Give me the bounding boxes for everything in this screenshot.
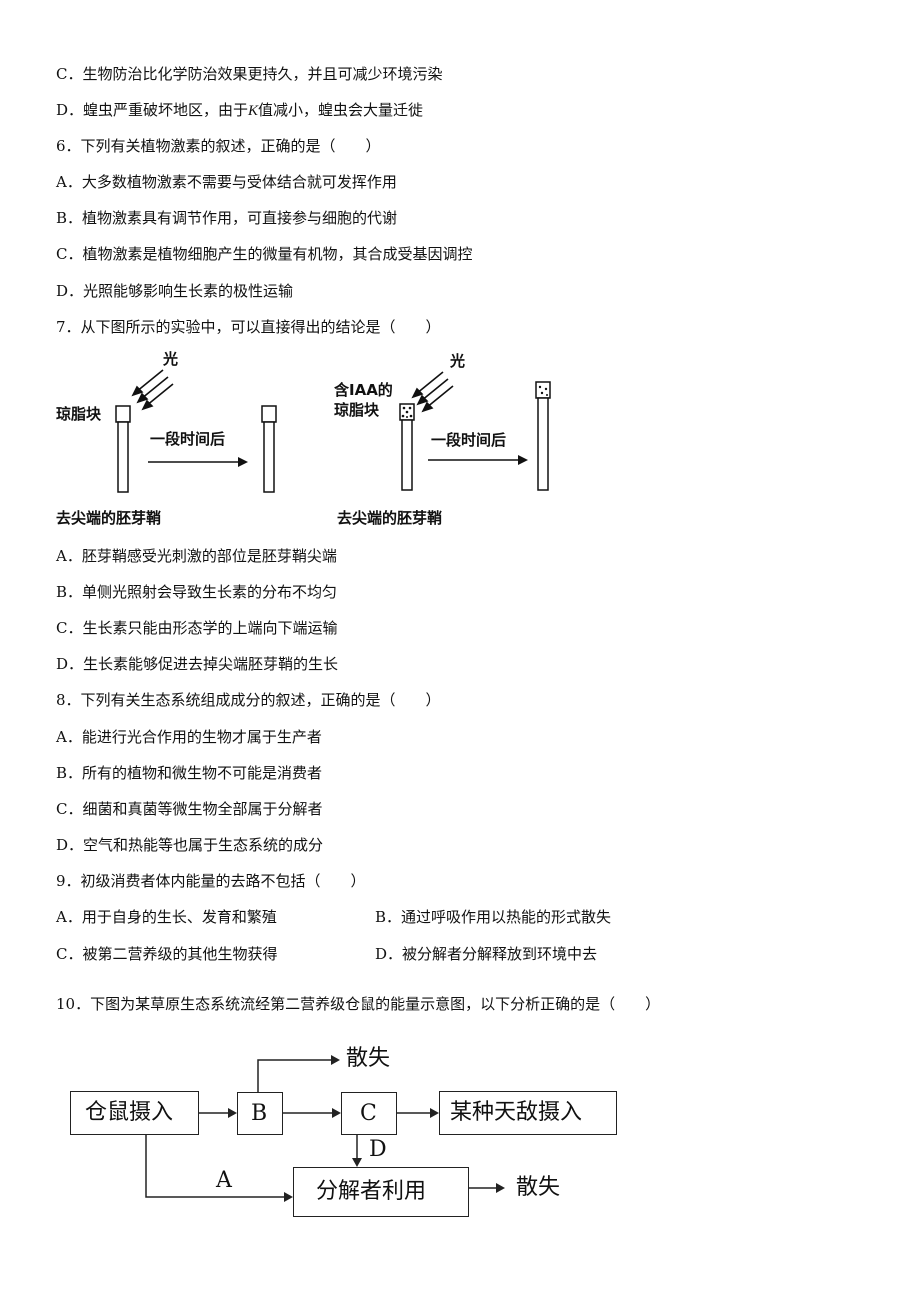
left-coleoptile-before <box>117 421 129 493</box>
light-label-right: 光 <box>450 352 466 370</box>
question-8: 8．下列有关生态系统组成成分的叙述，正确的是（ ） <box>56 691 441 709</box>
question-6: 6．下列有关植物激素的叙述，正确的是（ ） <box>56 137 381 155</box>
q8-option-c: C．细菌和真菌等微生物全部属于分解者 <box>56 800 323 818</box>
q8-option-d: D．空气和热能等也属于生态系统的成分 <box>56 836 324 854</box>
agar-block-label: 琼脂块 <box>56 405 102 423</box>
q9-option-c: C．被第二营养级的其他生物获得 <box>56 945 278 963</box>
q7-option-d: D．生长素能够促进去掉尖端胚芽鞘的生长 <box>56 655 339 673</box>
b-box: B <box>237 1092 283 1135</box>
decomposer-label: 分解者利用 <box>316 1179 427 1204</box>
loss-top-label: 散失 <box>346 1046 391 1071</box>
q7-option-b: B．单侧光照射会导致生长素的分布不均匀 <box>56 583 338 601</box>
question-10: 10．下图为某草原生态系统流经第二营养级仓鼠的能量示意图，以下分析正确的是（ ） <box>56 995 661 1013</box>
after-time-label-right: 一段时间后 <box>431 431 507 449</box>
question-9: 9．初级消费者体内能量的去路不包括（ ） <box>56 872 366 890</box>
q5-option-c: C．生物防治比化学防治效果更持久，并且可减少环境污染 <box>56 65 443 83</box>
intake-label: 仓鼠摄入 <box>85 1100 174 1125</box>
q5d-k-symbol: K <box>248 103 259 119</box>
intake-box: 仓鼠摄入 <box>70 1091 199 1135</box>
q6-option-a: A．大多数植物激素不需要与受体结合就可发挥作用 <box>56 173 397 191</box>
right-coleoptile-after <box>537 397 549 491</box>
q8-option-b: B．所有的植物和微生物不可能是消费者 <box>56 764 323 782</box>
enemy-intake-label: 某种天敌摄入 <box>450 1100 583 1125</box>
q9-option-b: B．通过呼吸作用以热能的形式散失 <box>375 908 612 926</box>
right-light-arrows <box>411 371 454 413</box>
iaa-agar-label-line1: 含IAA的 <box>334 381 393 399</box>
iaa-agar-label-line2: 琼脂块 <box>334 401 380 419</box>
left-light-arrows <box>131 369 174 411</box>
flow-a-label: A <box>216 1168 232 1193</box>
enemy-intake-box: 某种天敌摄入 <box>439 1091 617 1135</box>
q6-option-c: C．植物激素是植物细胞产生的微量有机物，其合成受基因调控 <box>56 245 473 263</box>
q6-option-d: D．光照能够影响生长素的极性运输 <box>56 282 294 300</box>
q6-option-b: B．植物激素具有调节作用，可直接参与细胞的代谢 <box>56 209 398 227</box>
coleoptile-label-left: 去尖端的胚芽鞘 <box>56 509 162 527</box>
q8-option-a: A．能进行光合作用的生物才属于生产者 <box>56 728 322 746</box>
q7-option-c: C．生长素只能由形态学的上端向下端运输 <box>56 619 338 637</box>
q7-option-a: A．胚芽鞘感受光刺激的部位是胚芽鞘尖端 <box>56 547 337 565</box>
q5d-text-post: 值减小，蝗虫会大量迁徙 <box>258 101 424 119</box>
flow-d-label: D <box>369 1137 387 1162</box>
q5d-text-pre: D．蝗虫严重破坏地区，由于 <box>56 101 249 119</box>
left-coleoptile-after <box>263 421 275 493</box>
loss-right-label: 散失 <box>516 1175 561 1200</box>
light-label-left: 光 <box>163 350 179 368</box>
coleoptile-label-right: 去尖端的胚芽鞘 <box>337 509 443 527</box>
question-7: 7．从下图所示的实验中，可以直接得出的结论是（ ） <box>56 318 441 336</box>
q9-option-a: A．用于自身的生长、发育和繁殖 <box>56 908 277 926</box>
decomposer-box: 分解者利用 <box>293 1167 469 1217</box>
q5-option-d: D．蝗虫严重破坏地区，由于K值减小，蝗虫会大量迁徙 <box>56 100 423 121</box>
q9-option-d: D．被分解者分解释放到环境中去 <box>375 945 598 963</box>
c-box: C <box>341 1092 397 1135</box>
b-label: B <box>251 1101 268 1126</box>
after-time-label-left: 一段时间后 <box>150 430 226 448</box>
right-coleoptile-before <box>401 419 413 491</box>
c-label: C <box>360 1101 377 1126</box>
